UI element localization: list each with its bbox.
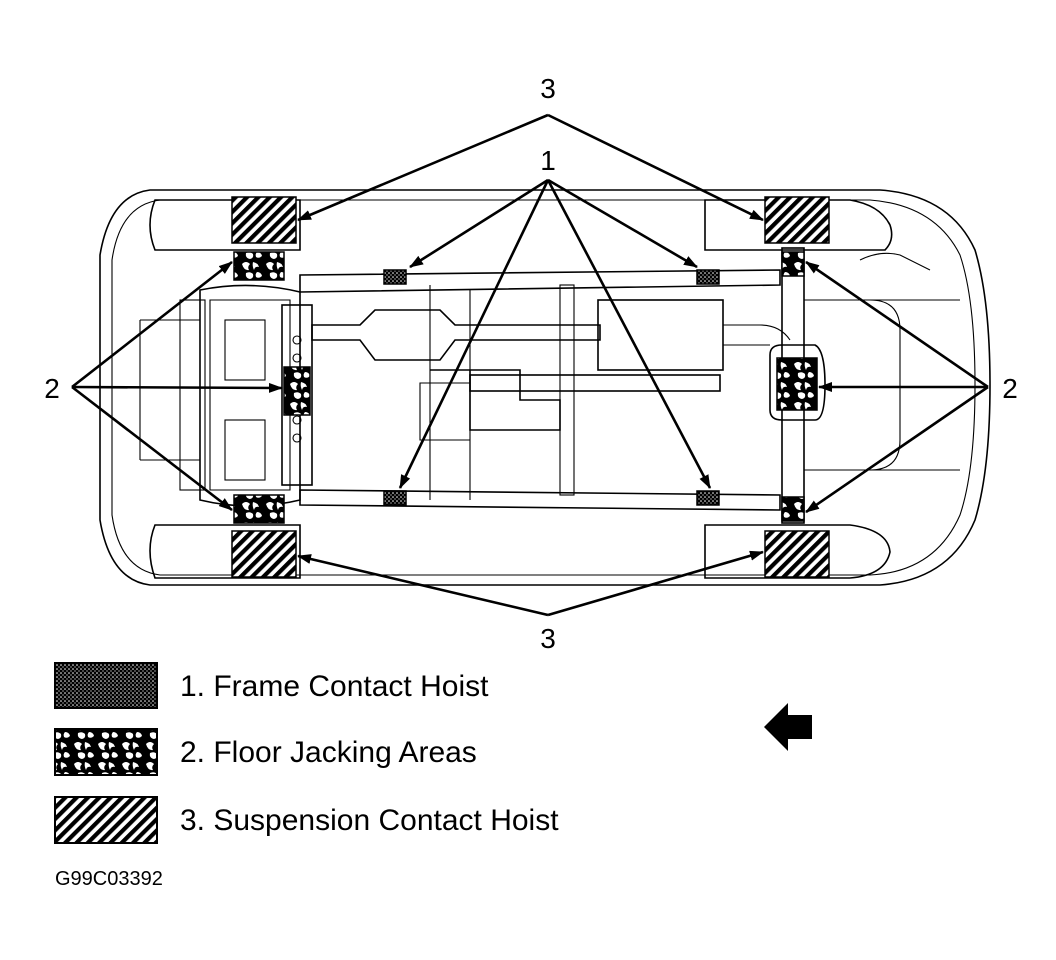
figure-id: G99C03392	[55, 868, 163, 890]
floor-jacking-points	[233, 251, 818, 524]
callout-bottom-3: 3	[540, 623, 556, 654]
legend: 1. Frame Contact Hoist 2. Floor Jacking …	[54, 662, 559, 844]
legend-label-frame-contact: 1. Frame Contact Hoist	[180, 670, 489, 703]
callout-1: 1	[540, 145, 556, 176]
leader-lines	[71, 113, 989, 617]
suspension-contact-points	[231, 196, 830, 578]
vehicle-underbody	[99, 189, 991, 586]
arrow-left-icon	[764, 703, 812, 751]
floor-jacking-swatch	[54, 728, 158, 776]
callout-left-2: 2	[44, 373, 60, 404]
legend-label-suspension-contact: 3. Suspension Contact Hoist	[180, 804, 559, 837]
frame-contact-points	[383, 269, 720, 506]
frame-contact-swatch	[54, 662, 158, 709]
suspension-contact-swatch	[54, 796, 158, 844]
callout-right-2: 2	[1002, 373, 1018, 404]
legend-label-floor-jacking: 2. Floor Jacking Areas	[180, 736, 477, 769]
callout-top-3: 3	[540, 73, 556, 104]
